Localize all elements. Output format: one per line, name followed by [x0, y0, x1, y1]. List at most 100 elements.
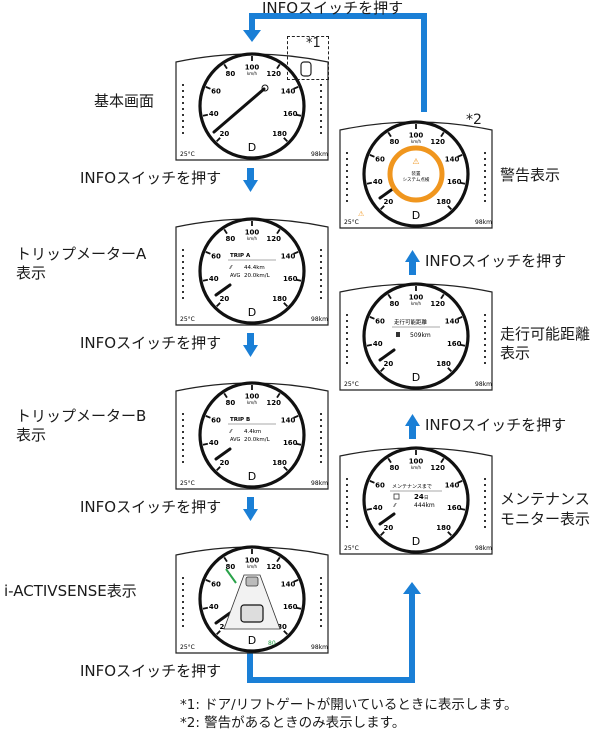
speed-tick	[366, 343, 373, 347]
fuel-scale-dot	[182, 255, 184, 257]
temp-scale-dot	[484, 520, 486, 522]
speed-tick	[295, 606, 302, 610]
fuel-scale-dot	[346, 164, 348, 166]
temp-scale-dot	[484, 496, 486, 498]
fuel-scale-dot	[346, 362, 348, 364]
fuel-scale-dot	[346, 520, 348, 522]
label-range-2: 表示	[500, 344, 531, 362]
note-mark-2: *2	[466, 112, 482, 128]
gear-indicator: D	[248, 470, 256, 483]
speed-tick-label: 80	[389, 300, 399, 308]
temp-scale-dot	[320, 261, 322, 263]
fuel-scale-dot	[182, 595, 184, 597]
fuel-scale-dot	[182, 413, 184, 415]
temp-scale-dot	[320, 455, 322, 457]
speed-unit: km/h	[247, 564, 258, 569]
speed-tick	[387, 131, 392, 138]
temp-scale-dot	[484, 164, 486, 166]
temp-scale-dot	[484, 338, 486, 340]
fuel-scale-dot	[346, 490, 348, 492]
temp-scale-dot	[484, 502, 486, 504]
maint-days-unit: 日	[424, 495, 429, 501]
speed-unit: km/h	[247, 236, 258, 241]
gear-indicator: D	[248, 306, 256, 319]
loop-bottom-arrow	[247, 592, 415, 683]
speed-tick-label: 180	[436, 198, 451, 206]
fuel-scale-dot	[346, 182, 348, 184]
trip-avg-label: AVG	[230, 273, 241, 279]
temp-scale-dot	[484, 170, 486, 172]
loop-top-arrowhead	[243, 30, 261, 42]
own-vehicle-icon	[240, 604, 264, 623]
label-basic: 基本画面	[94, 92, 155, 110]
odo: 98km	[475, 219, 492, 226]
speed-tick-label: 120	[430, 138, 445, 146]
speed-tick-label: 140	[445, 482, 460, 490]
temp-scale-dot	[484, 362, 486, 364]
speed-tick-label: 100	[409, 294, 424, 302]
temp-scale-dot	[484, 320, 486, 322]
speed-unit: km/h	[411, 465, 422, 470]
fuel-pump-icon	[396, 332, 400, 337]
speed-unit: km/h	[247, 71, 258, 76]
warning-msg-1: 装置	[412, 170, 421, 177]
temp-scale-dot	[320, 601, 322, 603]
speed-tick	[202, 278, 209, 282]
maint-dist-icon: ⁄⁄	[393, 503, 397, 509]
temp-scale-dot	[484, 200, 486, 202]
fuel-scale-dot	[346, 314, 348, 316]
speed-tick-label: 160	[283, 275, 298, 283]
speed-tick-label: 100	[409, 458, 424, 466]
fuel-scale-dot	[182, 108, 184, 110]
speed-tick-label: 180	[272, 459, 287, 467]
temp-scale-dot	[484, 152, 486, 154]
fuel-scale-dot	[182, 291, 184, 293]
note-mark-1: *1	[306, 36, 321, 51]
speed-tick-label: 40	[209, 439, 219, 447]
temp-scale-dot	[320, 285, 322, 287]
speed-unit: km/h	[247, 400, 258, 405]
trip-distance: 4.4km	[244, 429, 261, 435]
fuel-scale-dot	[182, 619, 184, 621]
speed-tick	[223, 556, 228, 563]
step-label-3: INFOスイッチを押す	[80, 498, 222, 516]
speed-needle	[214, 611, 232, 625]
fuel-scale-dot	[182, 625, 184, 627]
speed-tick-label: 80	[225, 70, 235, 78]
gear-indicator: D	[248, 634, 256, 647]
label-iact: i-ACTIVSENSE表示	[4, 582, 137, 600]
speed-tick-label: 40	[209, 275, 219, 283]
speed-tick	[457, 154, 463, 158]
speed-tick	[223, 63, 228, 70]
speed-tick-label: 140	[281, 88, 296, 96]
fuel-scale-dot	[182, 577, 184, 579]
down-arrow-2	[243, 333, 258, 357]
temp-scale-dot	[320, 443, 322, 445]
speed-tick	[459, 343, 466, 347]
temp-scale-dot	[320, 619, 322, 621]
temp-scale-dot	[484, 490, 486, 492]
speed-tick	[293, 86, 299, 90]
temp-scale-dot	[320, 625, 322, 627]
maint-distance: 444km	[414, 502, 435, 509]
temp-scale-dot	[320, 108, 322, 110]
speed-tick	[366, 507, 373, 511]
speed-tick	[380, 367, 385, 372]
temp-scale-dot	[320, 431, 322, 433]
speedo-dial	[198, 52, 306, 160]
speed-tick-label: 80	[225, 563, 235, 571]
temp-scale-dot	[484, 350, 486, 352]
speed-needle	[378, 186, 396, 200]
speed-tick-label: 100	[245, 557, 260, 565]
speed-tick	[202, 442, 209, 446]
fuel-scale-dot	[346, 514, 348, 516]
temp-scale-dot	[484, 478, 486, 480]
temp-scale-dot	[484, 526, 486, 528]
fuel-scale-dot	[346, 176, 348, 178]
speed-tick-label: 60	[211, 581, 221, 589]
speed-tick	[293, 415, 299, 419]
